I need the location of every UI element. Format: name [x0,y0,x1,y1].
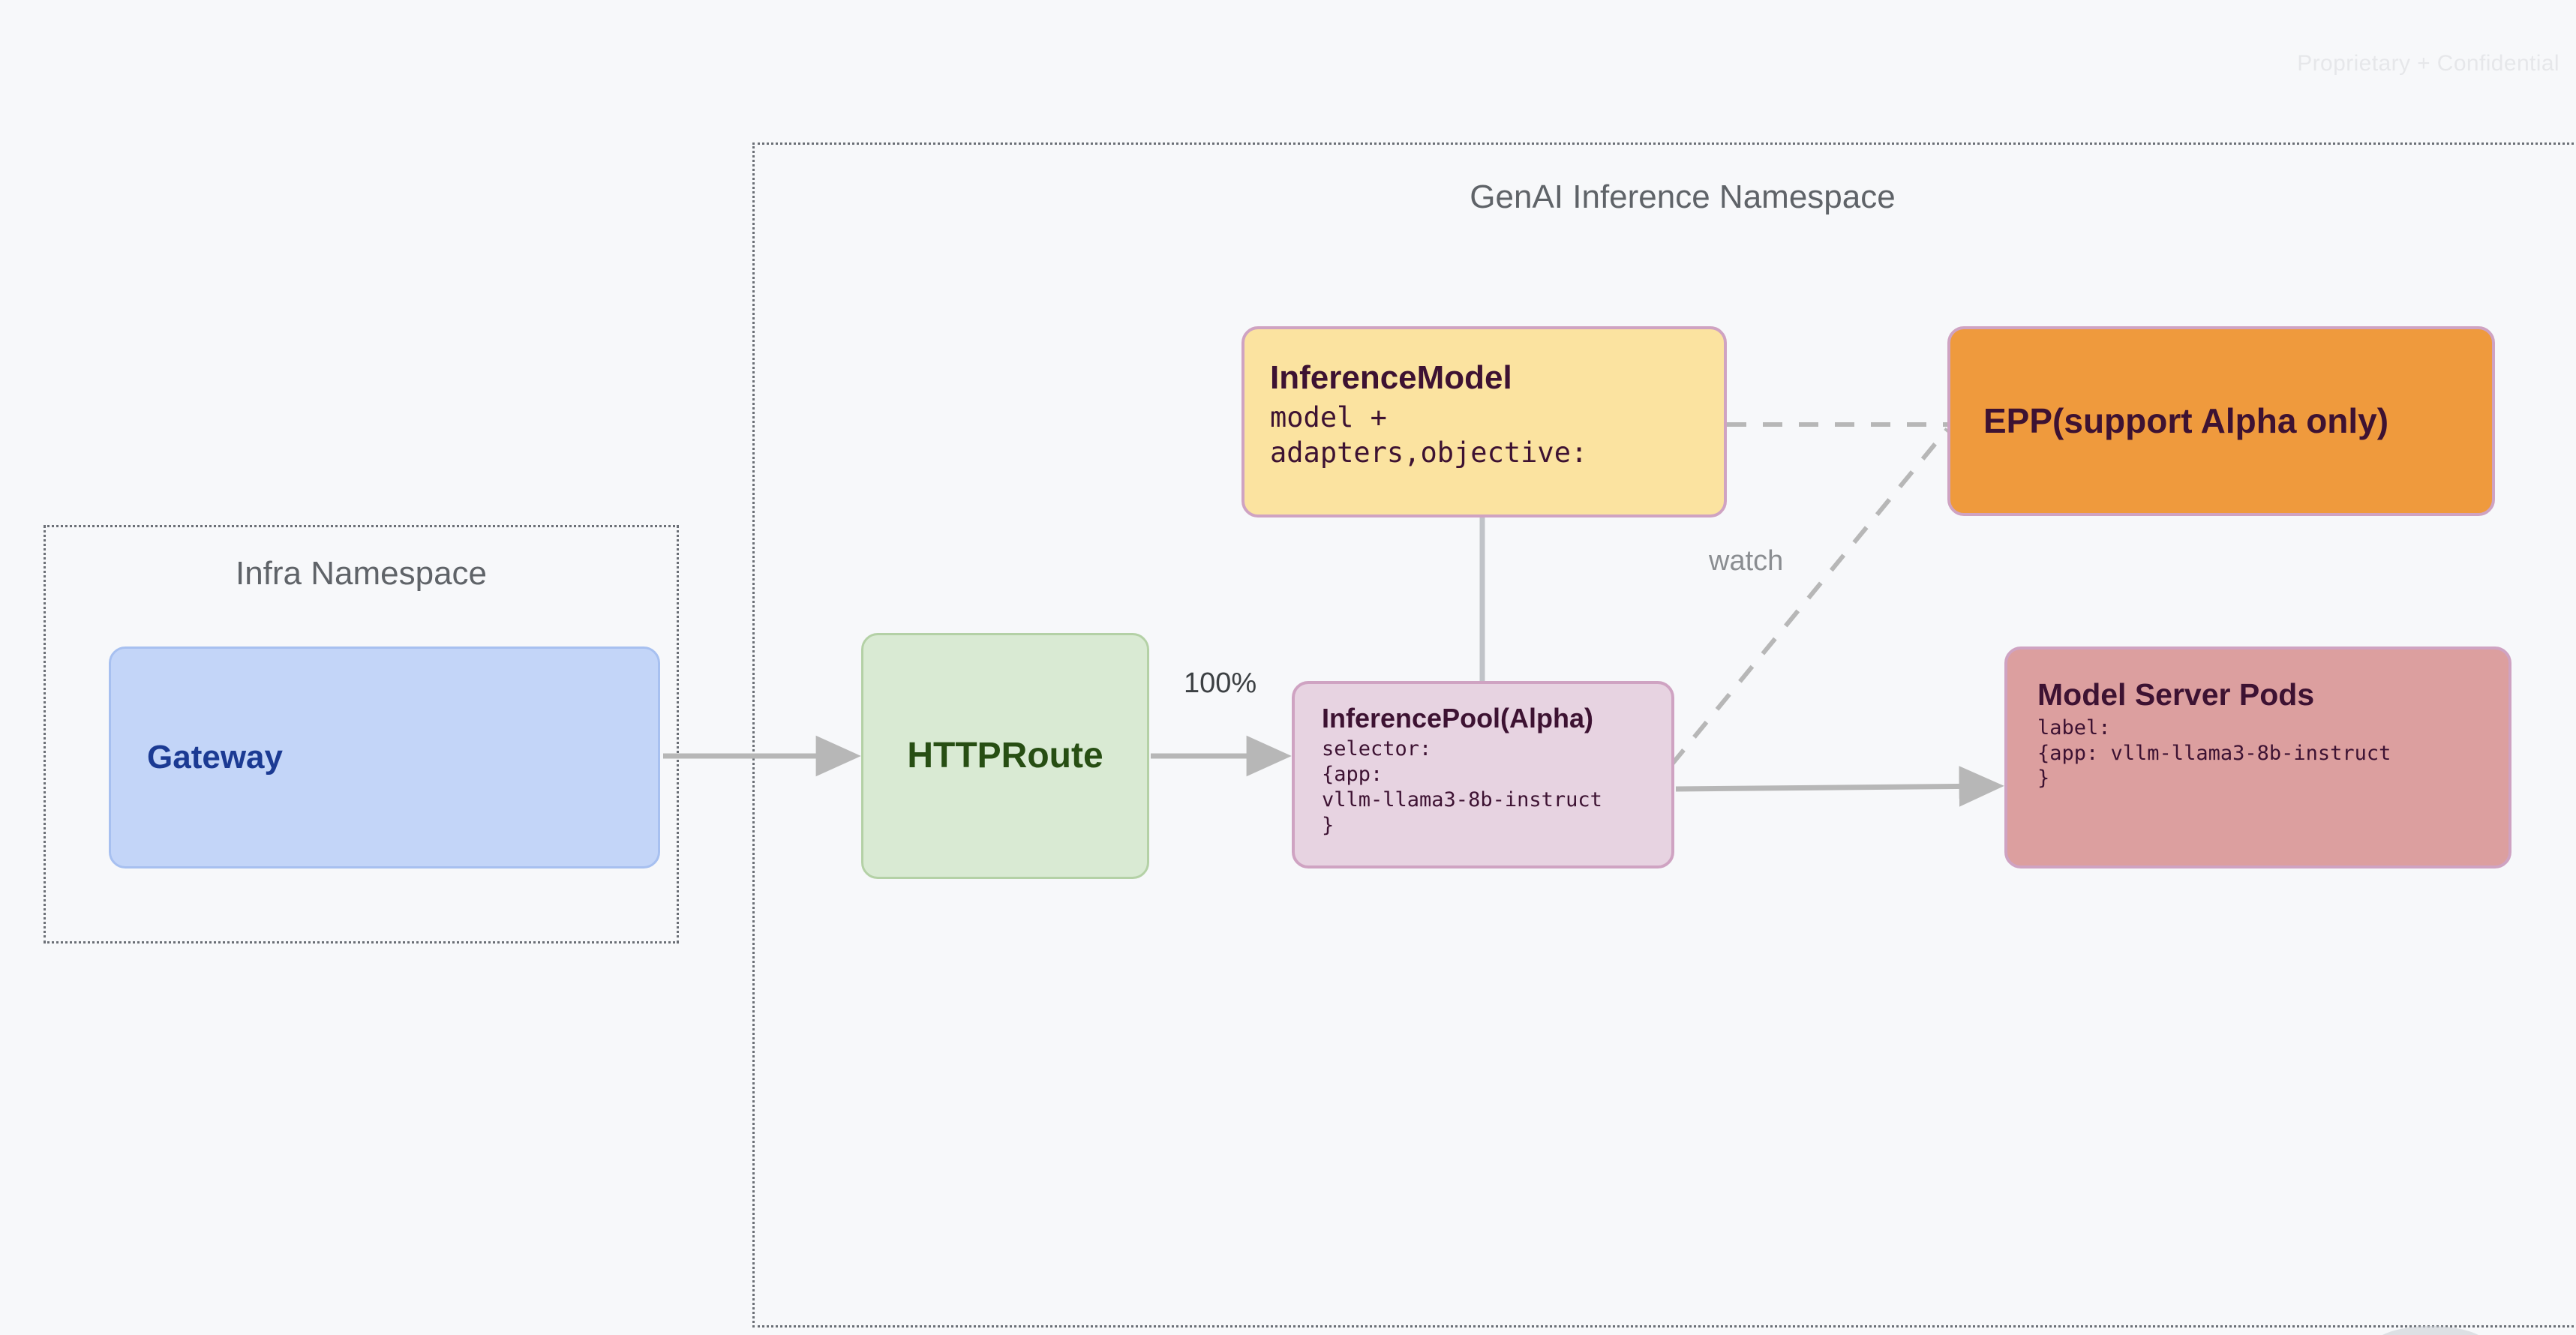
genai-namespace-container [752,142,2576,1328]
node-modelserverpods-title: Model Server Pods [2037,677,2315,712]
node-inferencemodel-spec: model + adapters,objective: [1270,401,1588,469]
node-gateway[interactable]: Gateway [109,646,660,868]
node-modelserverpods-spec: label: {app: vllm-llama3-8b-instruct } [2037,716,2391,790]
node-inferencemodel[interactable]: InferenceModel model + adapters,objectiv… [1241,326,1727,518]
edge-label-watch: watch [1709,545,1784,577]
node-inferencemodel-title: InferenceModel [1270,359,1512,396]
edge-label-traffic-weight: 100% [1184,668,1257,699]
node-epp[interactable]: EPP(support Alpha only) [1947,326,2495,516]
node-inferencepool[interactable]: InferencePool(Alpha) selector: {app: vll… [1292,681,1674,868]
confidentiality-watermark: Proprietary + Confidential [2297,51,2559,76]
node-httproute-title: HTTPRoute [907,736,1103,776]
infra-namespace-container [44,525,679,944]
node-httproute[interactable]: HTTPRoute [861,633,1149,879]
node-modelserverpods[interactable]: Model Server Pods label: {app: vllm-llam… [2004,646,2511,868]
genai-namespace-title: GenAI Inference Namespace [1470,178,1896,215]
node-inferencepool-title: InferencePool(Alpha) [1322,703,1594,734]
infra-namespace-title: Infra Namespace [235,555,488,592]
node-gateway-title: Gateway [147,739,283,776]
node-inferencepool-spec: selector: {app: vllm-llama3-8b-instruct … [1322,737,1602,837]
node-epp-title: EPP(support Alpha only) [1983,400,2389,440]
